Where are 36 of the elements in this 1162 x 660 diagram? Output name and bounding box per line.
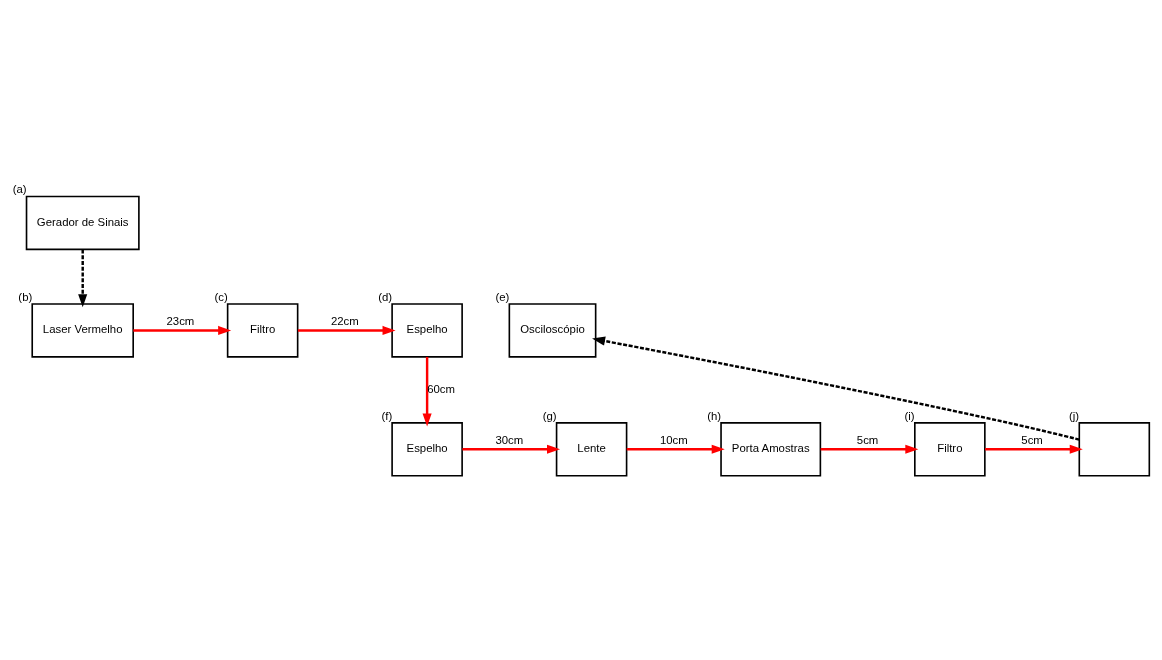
- arrow: [422, 356, 432, 427]
- node-label: (e): [495, 290, 510, 303]
- node-label: (h): [707, 409, 722, 422]
- node-label: (f): [381, 409, 393, 422]
- arrow: [462, 444, 561, 454]
- node-box: Osciloscópio: [508, 303, 597, 358]
- arrow: [985, 444, 1083, 454]
- node-box: Espelho: [391, 422, 463, 477]
- edge-label: 10cm: [659, 433, 688, 446]
- arrow: [820, 444, 919, 454]
- node-box: Filtro: [914, 422, 986, 477]
- node-label: (c): [214, 290, 228, 303]
- node-box: Gerador de Sinais: [25, 195, 140, 251]
- arrow: [297, 325, 396, 335]
- arrow: [78, 249, 88, 308]
- node-label: (a): [12, 183, 27, 196]
- edge-label: 5cm: [1021, 433, 1043, 446]
- node-label: (d): [378, 290, 393, 303]
- node-label: (b): [18, 290, 33, 303]
- node-box: Lente: [555, 422, 628, 477]
- edge-label: 23cm: [166, 314, 195, 327]
- node-label: (j): [1068, 409, 1080, 422]
- edge-label: 22cm: [330, 314, 359, 327]
- node-box: Filtro: [226, 303, 299, 358]
- arrow: [592, 336, 1080, 441]
- arrow: [626, 444, 725, 454]
- node-box: [1078, 422, 1151, 477]
- edge-label: 30cm: [495, 433, 524, 446]
- node-box: Espelho: [391, 303, 463, 358]
- node-label: (g): [542, 409, 557, 422]
- node-box: Laser Vermelho: [31, 303, 134, 358]
- edge-label: 5cm: [856, 433, 879, 446]
- arrow: [133, 325, 232, 335]
- edge-label: 60cm: [427, 382, 456, 395]
- node-label: (i): [904, 409, 915, 422]
- node-box: Porta Amostras: [720, 422, 822, 477]
